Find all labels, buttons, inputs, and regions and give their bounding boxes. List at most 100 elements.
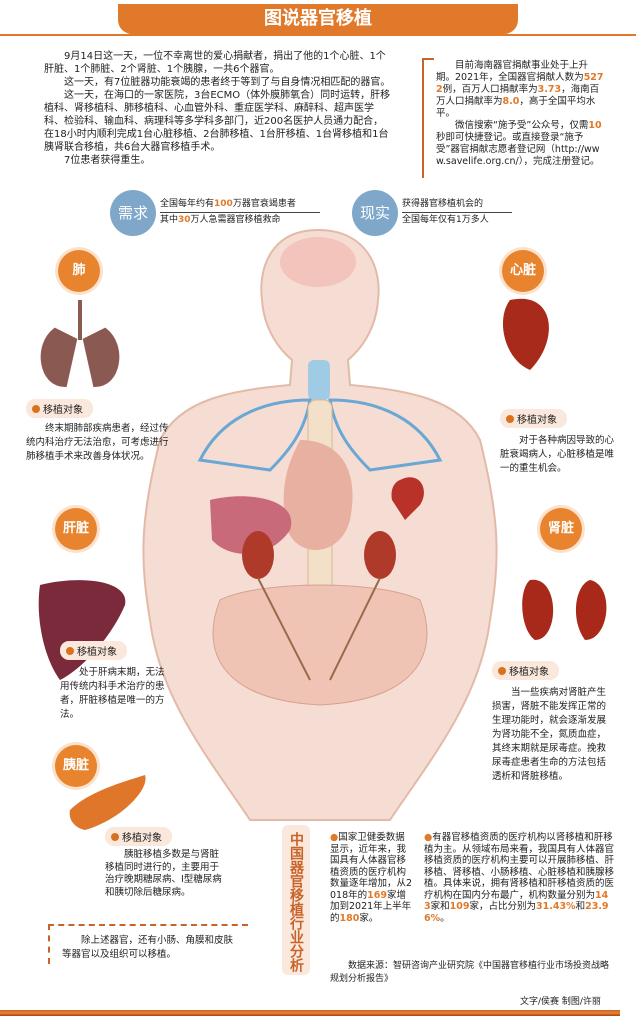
title-rule	[0, 34, 636, 36]
text: 万器官衰竭患者	[232, 199, 296, 209]
demand-stat: 全国每年约有100万器官衰竭患者 其中30万人急需器官移植救命	[160, 197, 320, 227]
lung-desc: 终末期肺部疾病患者，经过传统内科治疗无法治愈，可考虑进行肺移植手术来改善身体状况…	[26, 423, 169, 462]
registration-info: 微信搜索“施予受”公众号，仅需10秒即可快捷登记。或直接登录“施予受”器官捐献志…	[436, 120, 604, 168]
bullet-icon	[32, 405, 40, 413]
demand-line-2: 其中30万人急需器官移植救命	[160, 213, 320, 227]
intro-paragraph: 这一天，有7位脏器功能衰竭的患者终于等到了与自身情况相匹配的器官。	[64, 77, 391, 88]
national-rate: 3.73	[537, 84, 562, 95]
text: 和	[575, 901, 586, 912]
transplant-target-tag: 移植对象	[105, 827, 172, 846]
pancreas-desc: 胰脏移植多数是与肾脏移植同时进行的，主要用于治疗晚期糖尿病、I型糖尿病和胰切除后…	[105, 849, 222, 898]
text: 家。	[359, 912, 379, 924]
liver-info: 移植对象 处于肝病末期，无法用传统内科手术治疗的患者，肝脏移植是唯一的方法。	[60, 640, 170, 722]
pancreas-info: 移植对象 胰脏移植多数是与肾脏移植同时进行的，主要用于治疗晚期糖尿病、I型糖尿病…	[105, 826, 225, 899]
text: 国家卫健委数据显示，近年来，我国具有人体器官移植资质的医疗机构数量逐年增加，从2…	[330, 832, 413, 901]
reality-badge: 现实	[352, 190, 398, 236]
kidney-right	[364, 531, 396, 579]
bullet-icon: ●	[424, 832, 433, 843]
tag-label: 移植对象	[517, 415, 557, 426]
text: 有器官移植资质的医疗机构以肾移植和肝移植为主。从领域布局来看，我国具有人体器官移…	[424, 832, 615, 901]
other-organs-note: 除上述器官，还有小肠、角膜和皮肤等器官以及组织可以移植。	[62, 935, 234, 960]
organ-label-liver: 肝脏	[55, 508, 97, 550]
reality-line-2: 全国每年仅有1万多人	[402, 215, 489, 225]
tag-label: 移植对象	[43, 405, 83, 416]
text: 秒即可快捷登记。或直接登录“施予受”器官捐献志愿者登记网（http://www.…	[436, 132, 600, 167]
liver-body	[210, 496, 292, 554]
bottom-rule	[0, 1010, 620, 1016]
donation-note: 目前海南器官捐献事业处于上升期。2021年，全国器官捐献人数为5272例，百万人…	[436, 60, 604, 168]
intro-paragraph: 这一天，在海口的一家医院，3台ECMO（体外膜肺氧合）同时运转，肝移植科、肾移植…	[44, 90, 391, 153]
liver-desc: 处于肝病末期，无法用传统内科手术治疗的患者，肝脏移植是唯一的方法。	[60, 667, 165, 720]
text: ，海南百万人口捐献率为	[436, 84, 600, 107]
intestines	[212, 584, 428, 706]
value-2021: 180	[339, 912, 360, 924]
page-title: 图说器官移植	[118, 4, 518, 34]
kidney-art	[522, 579, 607, 640]
trachea	[308, 360, 330, 400]
seconds: 10	[588, 120, 602, 131]
data-source: 数据来源：智研咨询产业研究院《中国器官移植行业市场投资战略规划分析报告》	[330, 961, 610, 984]
heart-art	[502, 298, 549, 370]
note-bracket	[422, 58, 434, 178]
lung-info: 移植对象 终末期肺部疾病患者，经过传统内科治疗无法治愈，可考虑进行肺移植手术来改…	[26, 398, 171, 464]
reality-stat: 获得器官移植机会的 全国每年仅有1万多人	[402, 197, 512, 227]
stomach	[283, 440, 353, 550]
intro-text: 9月14日这一天，一位不幸离世的爱心捐献者，捐出了他的1个心脏、1个肝脏、1个肺…	[44, 50, 392, 167]
tag-label: 移植对象	[509, 667, 549, 678]
liver-share: 23.96%	[424, 901, 609, 924]
donor-count: 5272	[436, 72, 604, 95]
organ-label-lung: 肺	[58, 250, 100, 292]
kidney-count: 143	[424, 889, 609, 913]
organ-label-pancreas: 胰脏	[55, 745, 97, 787]
analysis-title: 中国器官移植行业分析	[282, 825, 310, 975]
analysis-col-2: ●有器官移植资质的医疗机构以肾移植和肝移植为主。从领域布局来看，我国具有人体器官…	[424, 832, 614, 924]
transplant-target-tag: 移植对象	[60, 641, 127, 660]
heart-body	[391, 477, 424, 520]
credits: 文字/侯赛 制图/许丽	[520, 997, 601, 1007]
transplant-target-tag: 移植对象	[26, 399, 93, 418]
value: 100	[214, 199, 233, 209]
transplant-target-tag: 移植对象	[492, 661, 559, 680]
pancreas-art	[69, 775, 146, 830]
demand-line-1: 全国每年约有100万器官衰竭患者	[160, 197, 320, 213]
text: 。	[440, 912, 450, 924]
kidney-desc: 当一些疾病对肾脏产生损害，肾脏不能发挥正常的生理功能时，就会逐渐发展为肾功能不全…	[492, 687, 607, 782]
heart-info: 移植对象 对于各种病因导致的心脏衰竭病人，心脏移植是唯一的重生机会。	[500, 408, 618, 476]
organ-label-heart: 心脏	[502, 250, 544, 292]
value-2018: 169	[367, 889, 387, 901]
bullet-icon	[111, 833, 119, 841]
tag-label: 移植对象	[77, 647, 117, 658]
text: 万人急需器官移植救命	[190, 215, 281, 225]
bullet-icon	[498, 667, 506, 675]
hainan-rate: 8.0	[502, 96, 520, 107]
kidney-share: 31.43%	[536, 901, 576, 912]
text: 家和	[430, 901, 450, 912]
value: 30	[178, 215, 191, 225]
text: 微信搜索“施予受”公众号，仅需	[455, 120, 589, 131]
transplant-target-tag: 移植对象	[500, 409, 567, 428]
text: 目前海南器官捐献事业处于上升期。2021年，全国器官捐献人数为	[436, 60, 589, 83]
bullet-icon	[506, 415, 514, 423]
organ-label-kidney: 肾脏	[540, 508, 582, 550]
bullet-icon: ●	[330, 832, 339, 843]
heart-desc: 对于各种病因导致的心脏衰竭病人，心脏移植是唯一的重生机会。	[500, 435, 615, 474]
text: 例，百万人口捐献率为	[442, 84, 538, 95]
bullet-icon	[66, 647, 74, 655]
ureters	[257, 577, 381, 681]
analysis-col-1: ●国家卫健委数据显示，近年来，我国具有人体器官移植资质的医疗机构数量逐年增加，从…	[330, 832, 414, 924]
liver-count: 109	[449, 901, 470, 912]
lungs-blue	[197, 398, 443, 472]
intro-paragraph: 9月14日这一天，一位不幸离世的爱心捐献者，捐出了他的1个心脏、1个肝脏、1个肺…	[44, 51, 386, 75]
text: ，高于全国平均水平。	[436, 96, 596, 119]
intro-paragraph: 7位患者获得重生。	[64, 155, 151, 166]
text: 其中	[160, 215, 179, 225]
lung-art	[40, 300, 120, 388]
kidney-info: 移植对象 当一些疾病对肾脏产生损害，肾脏不能发挥正常的生理功能时，就会逐渐发展为…	[492, 660, 608, 784]
reality-line-1: 获得器官移植机会的	[402, 197, 512, 213]
tag-label: 移植对象	[122, 833, 162, 844]
text: 家，占比分别为	[469, 901, 536, 912]
donation-stats: 目前海南器官捐献事业处于上升期。2021年，全国器官捐献人数为5272例，百万人…	[436, 60, 604, 120]
other-note-frame	[48, 924, 248, 964]
text: 全国每年约有	[160, 199, 215, 209]
